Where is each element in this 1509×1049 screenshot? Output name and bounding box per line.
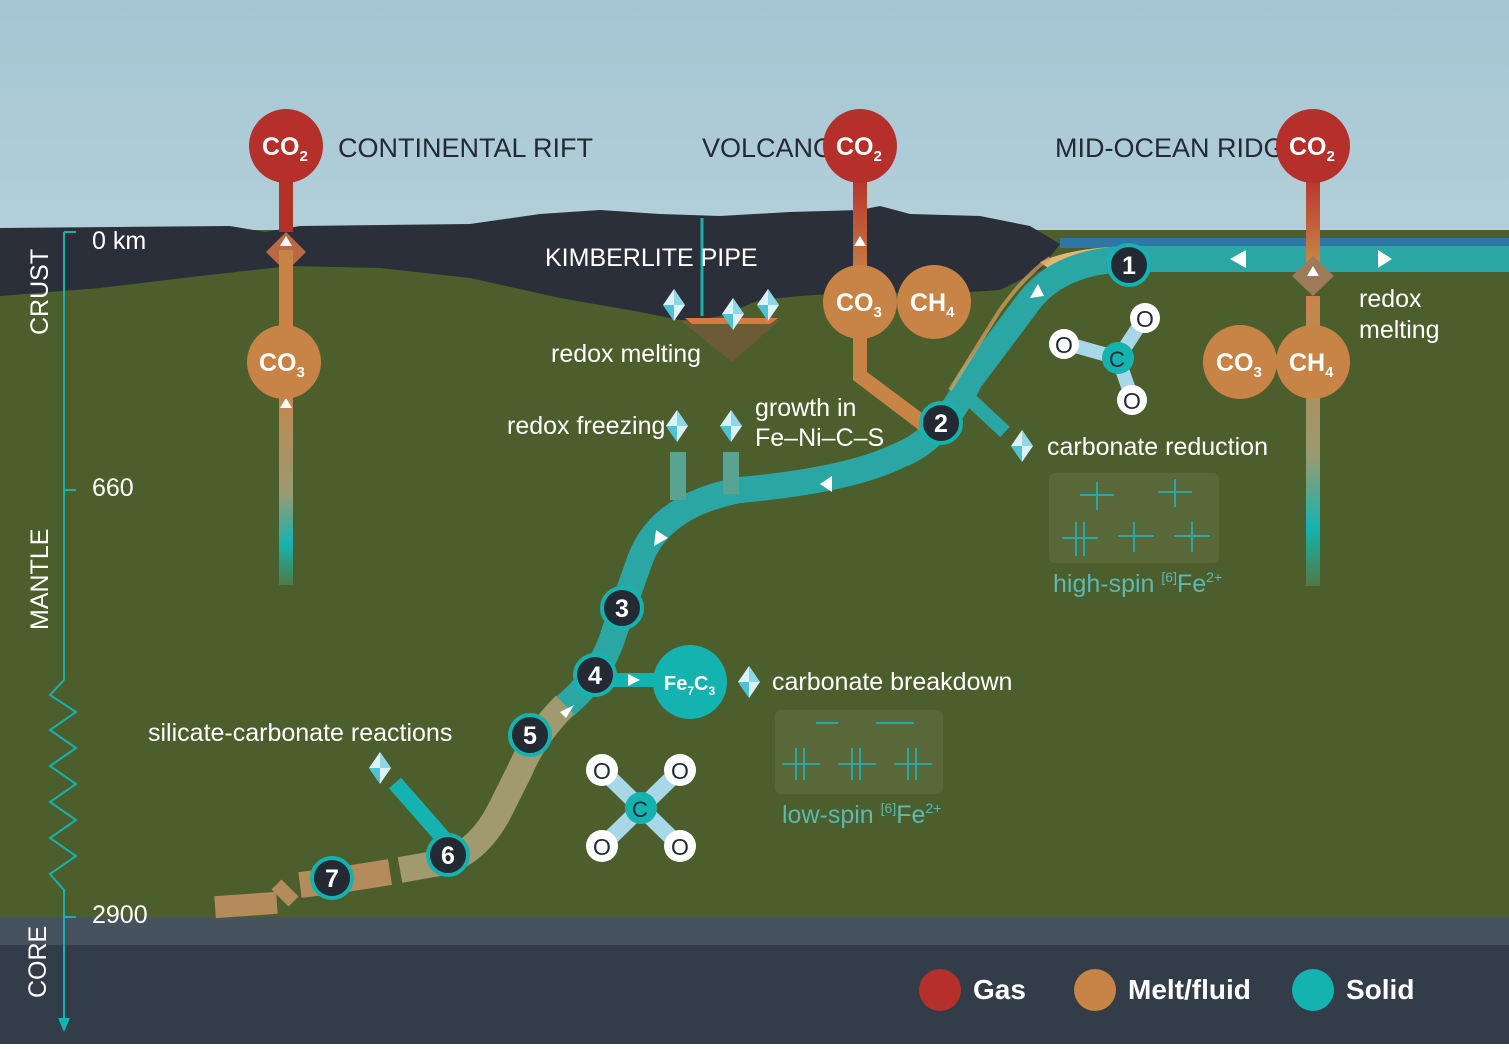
fe7c3-bubble: Fe7C3 <box>653 645 727 719</box>
core-mantle-boundary <box>0 917 1509 945</box>
svg-text:CO3: CO3 <box>836 289 882 321</box>
fe-ni-c-s-label: Fe–Ni–C–S <box>755 424 884 452</box>
svg-text:C: C <box>1109 347 1125 372</box>
svg-text:CH4: CH4 <box>910 289 955 321</box>
svg-text:CO3: CO3 <box>259 349 305 381</box>
svg-text:CO2: CO2 <box>836 133 882 165</box>
svg-text:Melt/fluid: Melt/fluid <box>1128 974 1251 1005</box>
volcano-vent <box>853 172 942 440</box>
high-spin-diagram <box>1049 473 1219 563</box>
low-spin-diagram <box>775 710 943 794</box>
core-label: CORE <box>24 926 52 998</box>
svg-text:Solid: Solid <box>1346 974 1414 1005</box>
ridge-co3-bubble: CO3 <box>1203 325 1277 399</box>
svg-text:7: 7 <box>325 865 339 893</box>
rift-co2-bubble: CO2 <box>249 109 323 183</box>
growth-in-label: growth in <box>755 394 856 422</box>
svg-text:C: C <box>632 797 648 822</box>
volcano-co2-bubble: CO2 <box>823 109 897 183</box>
step-marker-2: 2 <box>919 401 963 445</box>
high-spin-label: high-spin [6]Fe2+ <box>1053 569 1222 598</box>
continental-rift-title: CONTINENTAL RIFT <box>338 133 593 163</box>
mantle-label: MANTLE <box>26 529 54 630</box>
kimberlite-pipe-label: KIMBERLITE PIPE <box>545 244 758 272</box>
diamond-icon <box>757 289 779 321</box>
low-spin-label: low-spin [6]Fe2+ <box>782 800 941 829</box>
svg-text:O: O <box>1055 332 1073 358</box>
svg-text:6: 6 <box>441 842 455 870</box>
mid-ocean-ridge-title: MID-OCEAN RIDGE <box>1055 133 1303 163</box>
depth-0-label: 0 km <box>92 227 146 255</box>
svg-text:O: O <box>671 834 689 860</box>
volcano-co3-bubble: CO3 <box>823 265 897 339</box>
diamond-icon <box>738 666 760 698</box>
svg-text:3: 3 <box>615 595 629 623</box>
step-marker-6: 6 <box>426 833 470 877</box>
redox-melting-label: redox melting <box>551 340 701 368</box>
svg-text:O: O <box>1123 388 1141 414</box>
diamond-icons <box>369 289 1033 784</box>
step-marker-4: 4 <box>573 653 617 697</box>
svg-text:O: O <box>593 834 611 860</box>
step-marker-5: 5 <box>508 713 552 757</box>
legend-item-solid: Solid <box>1292 969 1414 1011</box>
step-marker-7: 7 <box>310 856 354 900</box>
ridge-ch4-bubble: CH4 <box>1276 325 1350 399</box>
svg-text:2: 2 <box>934 410 948 438</box>
diamond-icon <box>663 289 685 321</box>
carbonate-reduction-label: carbonate reduction <box>1047 433 1268 461</box>
legend-item-gas: Gas <box>919 969 1026 1011</box>
volcano-title: VOLCANO <box>702 133 834 163</box>
ridge-melting-label: melting <box>1359 316 1440 344</box>
svg-text:4: 4 <box>588 662 602 690</box>
depth-axis <box>48 231 78 1032</box>
tetrahedral-carbonate-molecule: C O O O O <box>586 754 696 862</box>
volcano-ch4-bubble: CH4 <box>897 265 971 339</box>
silicate-carbonate-reactions-label: silicate-carbonate reactions <box>148 719 452 747</box>
step-marker-1: 1 <box>1107 243 1151 287</box>
diamond-icon <box>720 410 742 442</box>
diamond-icon <box>1011 430 1033 462</box>
svg-text:CO2: CO2 <box>1289 133 1335 165</box>
redox-freezing-label: redox freezing <box>507 412 665 440</box>
ridge-redox-label: redox <box>1359 285 1422 313</box>
step-marker-3: 3 <box>600 586 644 630</box>
diamond-icon <box>666 410 688 442</box>
svg-text:5: 5 <box>523 722 537 750</box>
step-markers: 1 2 3 4 5 6 7 <box>310 243 1151 900</box>
depth-660-label: 660 <box>92 474 134 502</box>
svg-text:O: O <box>1136 306 1154 332</box>
crust-label: CRUST <box>26 249 54 335</box>
continental-crust <box>0 206 1060 322</box>
svg-text:Fe7C3: Fe7C3 <box>664 673 715 698</box>
ocean <box>1060 238 1509 248</box>
carbonate-breakdown-label: carbonate breakdown <box>772 668 1012 696</box>
svg-text:1: 1 <box>1122 252 1136 280</box>
svg-text:CO3: CO3 <box>1216 349 1262 381</box>
ridge-co2-bubble: CO2 <box>1276 109 1350 183</box>
legend: Gas Melt/fluid Solid <box>919 969 1414 1011</box>
rift-vent <box>266 172 306 585</box>
legend-item-melt-fluid: Melt/fluid <box>1074 969 1251 1011</box>
diamond-icon <box>369 752 391 784</box>
svg-text:Gas: Gas <box>973 974 1026 1005</box>
depth-2900-label: 2900 <box>92 901 148 929</box>
svg-text:CO2: CO2 <box>262 133 308 165</box>
diamond-icon <box>722 298 744 330</box>
rift-co3-bubble: CO3 <box>247 325 321 399</box>
svg-text:O: O <box>671 758 689 784</box>
svg-text:O: O <box>593 758 611 784</box>
trigonal-carbonate-molecule: C O O O <box>1049 303 1160 415</box>
svg-text:CH4: CH4 <box>1289 349 1334 381</box>
